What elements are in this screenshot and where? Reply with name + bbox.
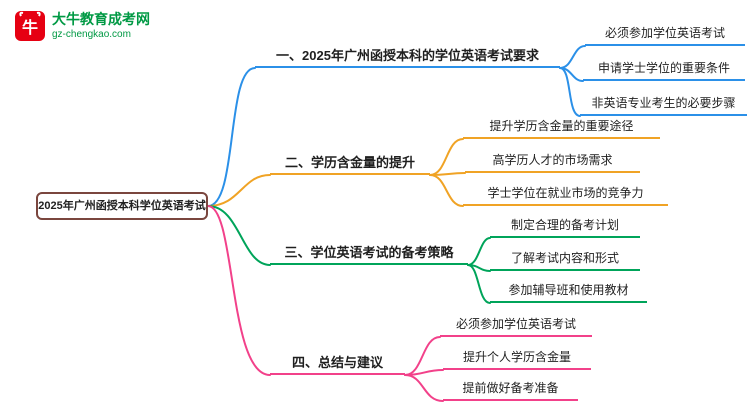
branch-1-child-1-node: 必须参加学位英语考试 [585,24,745,46]
wire-b1-child-1 [559,45,586,69]
wire-b1-child-3 [559,67,581,117]
wire-b4-child-1 [404,336,441,376]
wire-root-branch-2 [207,174,271,207]
branch-1-child-2-node: 申请学士学位的重要条件 [583,59,745,81]
bull-logo-icon: 牛 [15,11,45,41]
root-node: 2025年广州函授本科学位英语考试 [36,192,208,220]
site-url: gz-chengkao.com [52,29,131,40]
bull-logo-glyph: 牛 [22,18,38,37]
wire-root-branch-3 [207,205,271,266]
wire-b3-child-3 [467,264,491,304]
site-name: 大牛教育成考网 [52,11,150,27]
wire-root-branch-1 [207,67,256,207]
site-logo: 牛 大牛教育成考网 gz-chengkao.com [14,10,150,42]
wire-b3-child-1 [467,237,491,266]
branch-3-child-1-node: 制定合理的备考计划 [490,216,640,238]
branch-2-node: 二、学历含金量的提升 [270,153,430,175]
wire-b2-child-1 [429,138,464,176]
branch-3-child-2-node: 了解考试内容和形式 [490,249,640,271]
branch-1-node: 一、2025年广州函授本科的学位英语考试要求 [255,46,560,68]
branch-4-child-1-node: 必须参加学位英语考试 [440,315,592,337]
branch-4-child-3-node: 提前做好备考准备 [443,379,578,401]
wire-root-branch-4 [207,205,271,376]
branch-2-child-2-node: 高学历人才的市场需求 [465,151,640,173]
branch-4-child-2-node: 提升个人学历含金量 [443,348,591,370]
wire-b4-child-3 [404,374,444,402]
site-logo-text: 大牛教育成考网 gz-chengkao.com [52,11,150,41]
branch-3-node: 三、学位英语考试的备考策略 [270,243,468,265]
branch-4-node: 四、总结与建议 [270,353,405,375]
branch-3-child-3-node: 参加辅导班和使用教材 [490,281,647,303]
branch-2-child-1-node: 提升学历含金量的重要途径 [463,117,660,139]
branch-2-child-3-node: 学士学位在就业市场的竞争力 [463,184,668,206]
wire-b2-child-3 [429,174,464,207]
branch-1-child-3-node: 非英语专业考生的必要步骤 [580,94,747,116]
